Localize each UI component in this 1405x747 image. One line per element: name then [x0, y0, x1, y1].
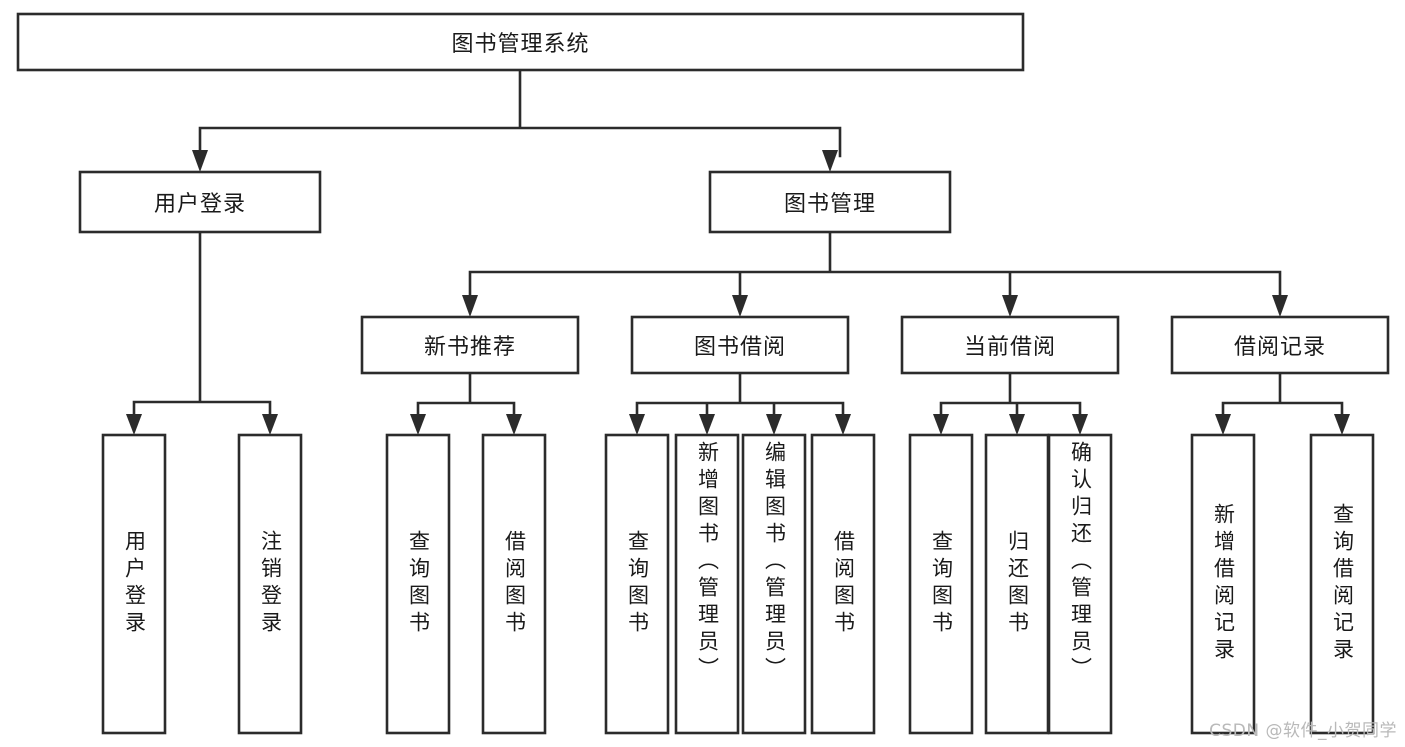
arrowhead-to-user-login [192, 150, 208, 172]
node-current-borrow[interactable] [900, 315, 1120, 375]
connector-bookmanage-to-level3 [468, 230, 1282, 302]
arrowhead-to-leaf-add-borrow-record [1215, 414, 1231, 435]
arrowhead-to-borrow-record [1272, 295, 1288, 317]
arrowhead-to-leaf-query-book-2 [629, 414, 645, 435]
connector-userlogin-to-leaves [132, 230, 272, 422]
node-leaf-confirm-return-admin[interactable] [1047, 433, 1113, 735]
node-new-book-recommend[interactable] [360, 315, 580, 375]
node-leaf-query-book-2[interactable] [604, 433, 670, 735]
node-leaf-query-book-1[interactable] [385, 433, 451, 735]
node-leaf-return-book[interactable] [984, 433, 1050, 735]
csdn-watermark: CSDN @软件_小贺同学 [1209, 721, 1397, 741]
node-user-login[interactable] [78, 170, 322, 234]
node-book-borrow[interactable] [630, 315, 850, 375]
arrowhead-to-new-book-recommend [462, 295, 478, 317]
arrowhead-to-leaf-borrow-book-2 [835, 414, 851, 435]
arrowhead-to-leaf-edit-book-admin [766, 414, 782, 435]
connector-currentborrow-to-leaves [939, 371, 1082, 422]
node-leaf-edit-book-admin[interactable] [741, 433, 807, 735]
connector-borrowrecord-to-leaves [1221, 371, 1344, 422]
connectors-layer [132, 68, 1344, 422]
node-leaf-add-borrow-record[interactable] [1190, 433, 1256, 735]
arrowhead-to-leaf-user-logout [262, 414, 278, 435]
arrowhead-to-leaf-user-login [126, 414, 142, 435]
node-root[interactable] [16, 12, 1025, 72]
node-leaf-add-book-admin[interactable] [674, 433, 740, 735]
arrowhead-to-leaf-confirm-return-admin [1072, 414, 1088, 435]
node-leaf-user-logout[interactable] [237, 433, 303, 735]
node-borrow-record[interactable] [1170, 315, 1390, 375]
arrowhead-to-leaf-return-book [1009, 414, 1025, 435]
arrowheads-layer [126, 150, 1350, 435]
node-leaf-borrow-book-2[interactable] [810, 433, 876, 735]
connector-root-to-level2 [198, 68, 842, 158]
arrowhead-to-leaf-query-book-1 [410, 414, 426, 435]
nodes-layer [16, 12, 1390, 735]
node-book-manage[interactable] [708, 170, 952, 234]
arrowhead-to-leaf-query-book-3 [933, 414, 949, 435]
node-leaf-query-borrow-record[interactable] [1309, 433, 1375, 735]
arrowhead-to-leaf-add-book-admin [699, 414, 715, 435]
connector-bookborrow-to-leaves [635, 371, 845, 422]
arrowhead-to-book-borrow [732, 295, 748, 317]
arrowhead-to-book-manage [822, 150, 838, 172]
arrowhead-to-leaf-borrow-book-1 [506, 414, 522, 435]
arrowhead-to-leaf-query-borrow-record [1334, 414, 1350, 435]
connector-newbook-to-leaves [416, 371, 516, 422]
node-leaf-query-book-3[interactable] [908, 433, 974, 735]
arrowhead-to-current-borrow [1002, 295, 1018, 317]
node-leaf-borrow-book-1[interactable] [481, 433, 547, 735]
node-leaf-user-login[interactable] [101, 433, 167, 735]
